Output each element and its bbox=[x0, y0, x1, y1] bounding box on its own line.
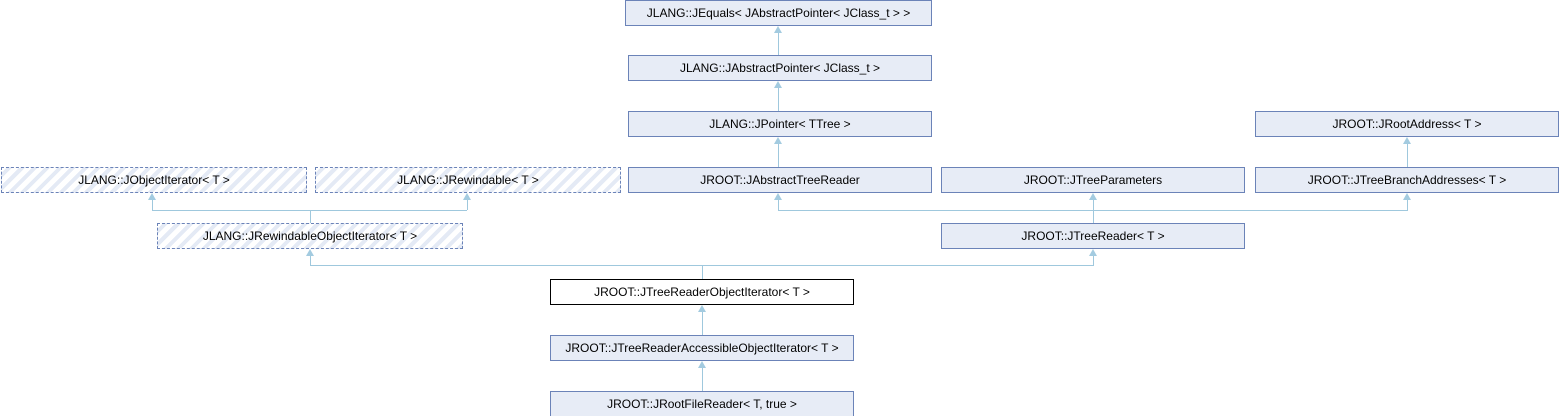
class-node-label: JLANG::JRewindableObjectIterator< T > bbox=[202, 229, 418, 243]
class-node-label: JLANG::JObjectIterator< T > bbox=[78, 173, 230, 187]
class-node-label: JLANG::JRewindable< T > bbox=[397, 173, 539, 187]
class-node-jpointer[interactable]: JLANG::JPointer< TTree > bbox=[628, 111, 932, 137]
class-node-jrootfilereader[interactable]: JROOT::JRootFileReader< T, true > bbox=[550, 391, 854, 416]
class-node-label: JLANG::JPointer< TTree > bbox=[709, 117, 851, 131]
arrowhead-jtreebranchaddresses bbox=[1403, 193, 1411, 200]
arrowhead-jabstractpointer bbox=[774, 81, 782, 88]
edge-branch-to-jtreebranchaddresses bbox=[1407, 200, 1408, 210]
class-node-label: JROOT::JTreeReader< T > bbox=[1021, 229, 1165, 243]
edge-jtreereaderobjectiterator-bus bbox=[310, 265, 1094, 266]
class-node-jtreereader[interactable]: JROOT::JTreeReader< T > bbox=[941, 223, 1245, 249]
class-node-jrootaddress[interactable]: JROOT::JRootAddress< T > bbox=[1255, 111, 1559, 137]
arrowhead-jtreereader bbox=[1089, 249, 1097, 256]
edge-jabstracttreereader-to-jpointer bbox=[778, 144, 779, 167]
class-node-label: JLANG::JAbstractPointer< JClass_t > bbox=[679, 61, 881, 75]
class-node-jrewindable[interactable]: JLANG::JRewindable< T > bbox=[315, 167, 621, 193]
arrowhead-jtreeparameters bbox=[1089, 193, 1097, 200]
class-node-label: JROOT::JTreeBranchAddresses< T > bbox=[1307, 173, 1507, 187]
class-node-jabstractpointer[interactable]: JLANG::JAbstractPointer< JClass_t > bbox=[628, 55, 932, 81]
arrowhead-jobjectiterator bbox=[148, 193, 156, 200]
class-node-label: JROOT::JTreeReaderAccessibleObjectIterat… bbox=[565, 341, 839, 355]
class-node-jrewindableobjectiterator[interactable]: JLANG::JRewindableObjectIterator< T > bbox=[157, 223, 463, 249]
class-node-jobjectiterator[interactable]: JLANG::JObjectIterator< T > bbox=[1, 167, 307, 193]
class-node-label: JROOT::JRootFileReader< T, true > bbox=[607, 397, 797, 411]
edge-jtreebranchaddresses-to-jrootaddress bbox=[1407, 144, 1408, 167]
arrowhead-jtreereaderaccessibleobjectiterator bbox=[698, 361, 706, 368]
class-node-jtreebranchaddresses[interactable]: JROOT::JTreeBranchAddresses< T > bbox=[1255, 167, 1559, 193]
arrowhead-jrewindable bbox=[463, 193, 471, 200]
edge-jpointer-to-jabstractpointer bbox=[778, 88, 779, 111]
edge-jrootfilereader-to-jtreereaderaccessible bbox=[702, 368, 703, 391]
edge-branch-to-jtreeparameters bbox=[1093, 200, 1094, 210]
edge-jtreereaderaccessible-to-jtreereaderobjectiterator bbox=[702, 312, 703, 335]
arrowhead-jequals bbox=[774, 26, 782, 33]
class-node-label: JLANG::JEquals< JAbstractPointer< JClass… bbox=[646, 6, 911, 20]
class-node-label: JROOT::JTreeReaderObjectIterator< T > bbox=[594, 285, 810, 299]
class-node-jequals[interactable]: JLANG::JEquals< JAbstractPointer< JClass… bbox=[625, 0, 932, 26]
edge-branch-to-jrewindableobjectiterator bbox=[310, 256, 311, 265]
arrowhead-jabstracttreereader bbox=[774, 193, 782, 200]
class-node-label: JROOT::JAbstractTreeReader bbox=[700, 173, 860, 187]
edge-branch-to-jobjectiterator bbox=[152, 200, 153, 210]
class-node-jtreereaderobjectiterator[interactable]: JROOT::JTreeReaderObjectIterator< T > bbox=[550, 279, 854, 305]
arrowhead-jpointer bbox=[774, 137, 782, 144]
class-node-label: JROOT::JTreeParameters bbox=[1023, 173, 1163, 187]
class-node-jtreereaderaccessibleobjectiterator[interactable]: JROOT::JTreeReaderAccessibleObjectIterat… bbox=[550, 335, 854, 361]
edge-jabstractpointer-to-jequals bbox=[778, 33, 779, 55]
edge-jtreereaderobjectiterator-stem bbox=[702, 265, 703, 279]
class-node-label: JROOT::JRootAddress< T > bbox=[1332, 117, 1482, 131]
class-node-jtreeparameters[interactable]: JROOT::JTreeParameters bbox=[941, 167, 1245, 193]
edge-jrewindableobjectiterator-stem bbox=[310, 210, 311, 223]
edge-branch-to-jtreereader bbox=[1093, 256, 1094, 265]
edge-branch-to-jrewindable bbox=[467, 200, 468, 210]
edge-jrewindableobjectiterator-bus bbox=[152, 210, 467, 211]
arrowhead-jrewindableobjectiterator bbox=[306, 249, 314, 256]
edge-jtreereader-stem bbox=[1093, 210, 1094, 223]
arrowhead-jtreereaderobjectiterator bbox=[698, 305, 706, 312]
arrowhead-jrootaddress bbox=[1403, 137, 1411, 144]
edge-branch-to-jabstracttreereader bbox=[778, 200, 779, 210]
class-node-jabstracttreereader[interactable]: JROOT::JAbstractTreeReader bbox=[628, 167, 932, 193]
